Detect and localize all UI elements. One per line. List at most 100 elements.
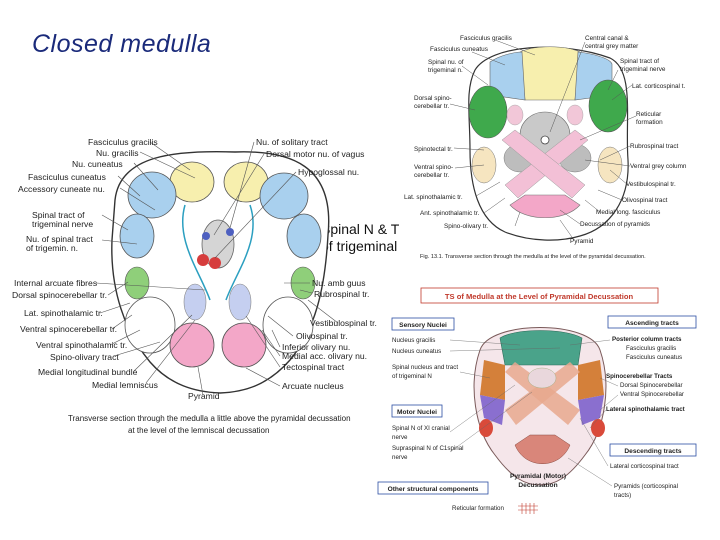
br-asc-6: Lateral spinothalamic tract: [606, 406, 685, 413]
top-right-figure: [468, 46, 629, 241]
left-pyramid-l: [169, 322, 215, 368]
left-label-14: Spino-olivary tract: [50, 352, 119, 362]
tr-rlabel-6: formation: [636, 119, 663, 126]
tr-rlabel-10: Olivospinal tract: [622, 197, 668, 204]
br-decussation-b: [505, 362, 580, 425]
left-label-7: Nu. of spinal tract: [26, 234, 93, 244]
center-note-line1: Spinal N & T: [321, 221, 400, 237]
left-hypoglossal-l: [197, 254, 209, 266]
left-rlabel-4: Rubrospinal tr.: [314, 289, 369, 299]
br-desc-1: Pyramids (corticospinal: [614, 483, 678, 490]
reticular-mesh-icon: [518, 503, 538, 514]
br-desc-2: tracts): [614, 492, 631, 499]
br-dsc-r: [578, 360, 604, 400]
left-medulla-figure: [111, 150, 330, 394]
tr-rlabel-0: Central canal &: [585, 35, 629, 42]
left-lemniscus-r: [228, 283, 252, 321]
br-posterior-columns: [499, 330, 583, 366]
left-label-15: Medial longitudinal bundle: [38, 367, 138, 377]
tr-pyramid: [509, 194, 581, 219]
tr-rlabel-7: Rubrospinal tract: [630, 143, 679, 150]
left-tract-l: [124, 266, 150, 300]
tr-label-lines: [449, 39, 637, 241]
br-other-item: Reticular formation: [452, 505, 504, 512]
br-pyramidal-label-2: Decussation: [518, 482, 557, 489]
left-pyramid-r: [221, 322, 267, 368]
tr-mlf-r: [566, 104, 584, 126]
tr-rlabel-11: Medial long. fasciculus: [596, 209, 660, 216]
left-rlabel-9: Tectospinal tract: [282, 362, 345, 372]
br-vsc-r: [578, 395, 604, 425]
tr-labels: Fasciculus gracilis Fasciculus cuneatus …: [404, 35, 687, 260]
br-ascending-items: Posterior column tracts Fasciculus graci…: [606, 336, 685, 413]
tr-label-8: cerebellar tr.: [414, 172, 449, 179]
slide-title: Closed medulla: [32, 30, 212, 58]
br-motor-1: nerve: [392, 434, 408, 441]
left-label-12: Ventral spinocerebellar tr.: [20, 324, 117, 334]
left-vagus-nu: [202, 232, 210, 240]
br-asc-2: Fasciculus cuneatus: [626, 354, 682, 361]
center-note: Spinal N & T of trigeminal: [321, 221, 399, 255]
br-motor-2: Supraspinal N of C1spinal: [392, 445, 464, 452]
left-label-2: Nu. cuneatus: [72, 159, 123, 169]
br-lat-spinothal-r: [591, 419, 605, 437]
br-header: TS of Medulla at the Level of Pyramidal …: [445, 292, 634, 301]
left-label-5: Spinal tract of: [32, 210, 85, 220]
tr-label-3: trigeminal n.: [428, 67, 463, 74]
br-grey: [527, 367, 557, 389]
tr-label-10: Ant. spinothalamic tr.: [420, 210, 480, 217]
br-descending-items: Lateral corticospinal tract Pyramids (co…: [610, 463, 679, 499]
bottom-right-figure: TS of Medulla at the Level of Pyramidal …: [377, 287, 697, 514]
br-sensory-3: of trigeminal N: [392, 373, 432, 380]
br-motor-0: Spinal N of XI cranial: [392, 425, 450, 432]
left-rlabel-0: Nu. of solitary tract: [256, 137, 328, 147]
br-motor-items: Spinal N of XI cranial nerve Supraspinal…: [392, 425, 464, 461]
br-box-ascending: Ascending tracts: [625, 320, 679, 327]
left-olive-r: [262, 296, 314, 354]
left-labels: Fasciculus gracilis Nu. gracilis Nu. cun…: [12, 137, 377, 435]
tr-label-11: Spino-olivary tr.: [444, 223, 488, 230]
left-gracilis-l: [169, 161, 215, 203]
left-label-11: Lat. spinothalamic tr.: [24, 308, 103, 318]
tr-rlabel-4: Lat. corticospinal t.: [632, 83, 686, 90]
left-label-1: Nu. gracilis: [96, 148, 139, 158]
tr-dsc-r: [588, 79, 628, 133]
tr-rlabel-13: Pyramid: [570, 238, 594, 245]
tr-dsc-l: [468, 85, 508, 139]
left-label-9: Internal arcuate fibres: [14, 278, 97, 288]
left-label-3: Fasciculus cuneatus: [28, 172, 106, 182]
tr-label-2: Spinal nu. of: [428, 59, 464, 66]
br-box-sensory: Sensory Nuclei: [399, 322, 447, 329]
br-asc-5: Ventral Spinocerebellar: [620, 391, 684, 398]
left-rlabel-8: Medial acc. olivary nu.: [282, 351, 367, 361]
left-hypoglossal-r: [209, 257, 221, 269]
left-label-10: Dorsal spinocerebellar tr.: [12, 290, 107, 300]
tr-label-9: Lat. spinothalamic tr.: [404, 194, 463, 201]
tr-label-1: Fasciculus cuneatus: [430, 46, 488, 53]
br-lat-spinothal-l: [479, 419, 493, 437]
left-rlabel-5: Vestibulospinal tr.: [310, 318, 377, 328]
left-rlabel-1: Dorsal motor nu. of vagus: [266, 149, 364, 159]
left-label-6: trigeminal nerve: [32, 219, 93, 229]
tr-label-6: Spinotectal tr.: [414, 146, 453, 153]
br-dsc-l: [480, 360, 505, 400]
tr-rlabel-12: Decussation of pyramids: [580, 221, 650, 228]
tr-rlabel-1: central grey matter: [585, 43, 639, 50]
left-trigeminal-r: [286, 213, 322, 259]
br-sensory-0: Nucleus gracilis: [392, 337, 435, 344]
left-arcuate-fibre-l: [181, 204, 211, 301]
tr-decussation-b: [501, 129, 586, 199]
tr-label-5: cerebellar tr.: [414, 103, 449, 110]
br-asc-1: Fasciculus gracilis: [626, 345, 676, 352]
tr-rlabel-2: Spinal tract of: [620, 58, 659, 65]
left-trigeminal-l: [119, 213, 155, 259]
br-sensory-2: Spinal nucleus and tract: [392, 364, 458, 371]
tr-rlabel-3: trigeminal nerve: [620, 66, 666, 73]
tr-rlabel-8: Ventral grey column: [630, 163, 687, 170]
br-box-motor: Motor Nuclei: [397, 409, 437, 416]
left-rlabel-6: Olivospinal tr.: [296, 331, 348, 341]
left-cuneatus-l: [127, 171, 177, 219]
left-label-0: Fasciculus gracilis: [88, 137, 158, 147]
br-sensory-items: Nucleus gracilis Nucleus cuneatus Spinal…: [392, 337, 458, 380]
tr-cuneatus-l: [489, 51, 526, 101]
